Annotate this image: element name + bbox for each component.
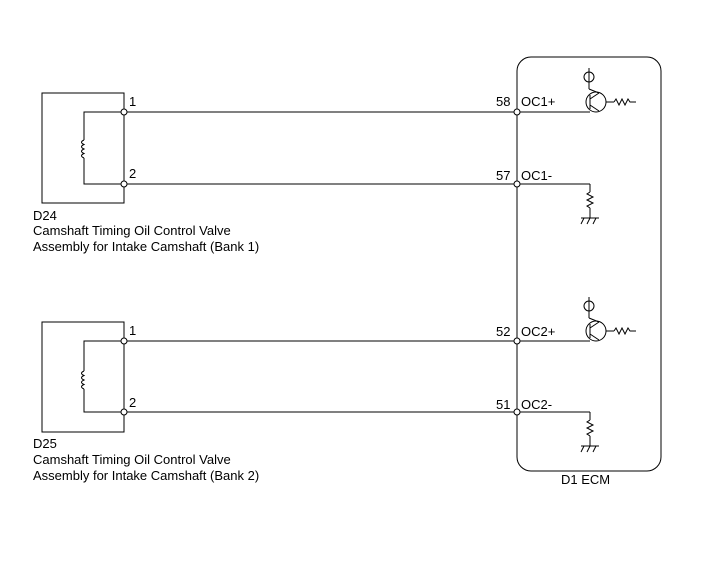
pin-number: 2 <box>129 395 136 410</box>
ground-icon <box>520 183 599 225</box>
component-name: Camshaft Timing Oil Control Valve <box>33 223 231 238</box>
terminal <box>513 337 521 345</box>
terminal <box>120 408 128 416</box>
coil-icon <box>81 370 86 390</box>
terminal <box>120 337 128 345</box>
ecm-pin-number: 51 <box>496 397 510 412</box>
component-id: D25 <box>33 436 57 451</box>
ground-icon <box>520 411 599 453</box>
ecm-signal: OC2+ <box>521 324 555 339</box>
valve-d24-box <box>41 92 125 204</box>
ecm-label: D1 ECM <box>561 472 610 487</box>
ecm-pin-number: 52 <box>496 324 510 339</box>
terminal <box>120 108 128 116</box>
ecm-box <box>516 56 662 472</box>
component-id: D24 <box>33 208 57 223</box>
resistor-icon <box>613 326 636 336</box>
transistor-icon <box>520 68 636 113</box>
component-d24: 1 2 D24 Camshaft Timing Oil Control Valv… <box>33 92 259 254</box>
ecm-signal: OC1- <box>521 168 552 183</box>
pin-number: 1 <box>129 323 136 338</box>
pin-number: 1 <box>129 94 136 109</box>
component-d25: 1 2 D25 Camshaft Timing Oil Control Valv… <box>33 321 259 483</box>
terminal <box>513 108 521 116</box>
ecm-pin-number: 57 <box>496 168 510 183</box>
component-name: Assembly for Intake Camshaft (Bank 1) <box>33 239 259 254</box>
component-name: Camshaft Timing Oil Control Valve <box>33 452 231 467</box>
valve-d25-box <box>41 321 125 433</box>
coil-icon <box>81 139 86 159</box>
pin-number: 2 <box>129 166 136 181</box>
ecm-signal: OC2- <box>521 397 552 412</box>
terminal <box>513 180 521 188</box>
component-name: Assembly for Intake Camshaft (Bank 2) <box>33 468 259 483</box>
transistor-icon <box>520 297 636 342</box>
ecm-signal: OC1+ <box>521 94 555 109</box>
resistor-icon <box>613 97 636 107</box>
terminal <box>120 180 128 188</box>
terminal <box>513 408 521 416</box>
ecm-pin-number: 58 <box>496 94 510 109</box>
